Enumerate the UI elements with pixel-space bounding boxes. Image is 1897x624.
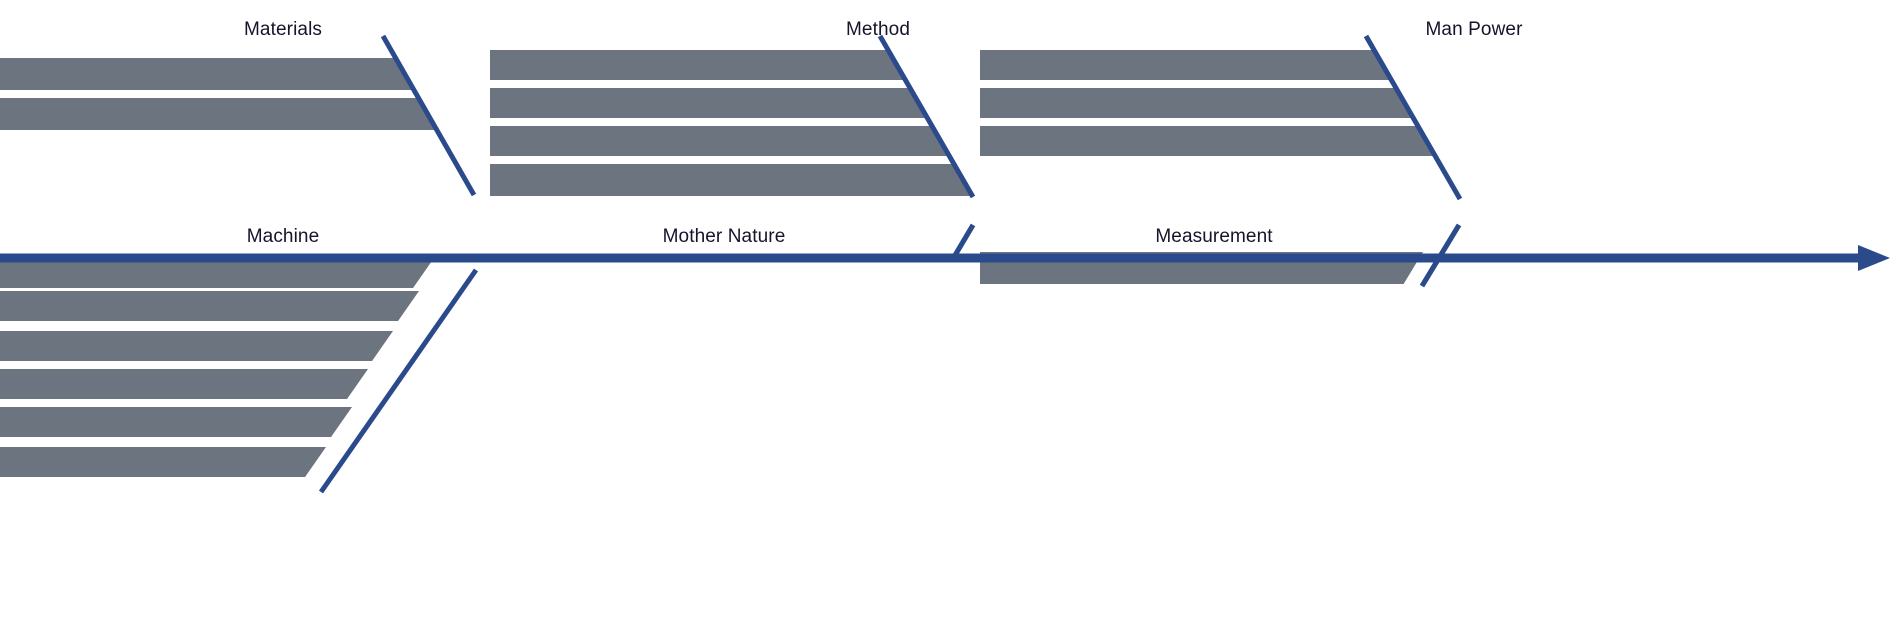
cause-bar-machine-4[interactable] <box>0 369 368 399</box>
category-label-measurement[interactable]: Measurement <box>1155 226 1273 247</box>
category-label-materials[interactable]: Materials <box>244 19 322 40</box>
category-label-method[interactable]: Method <box>846 19 910 40</box>
category-label-machine[interactable]: Machine <box>246 226 320 247</box>
category-bone-materials[interactable] <box>380 34 477 197</box>
cause-bar-materials-2[interactable] <box>0 98 438 130</box>
category-bone-man-power[interactable] <box>1363 34 1463 201</box>
cause-bar-man-power-2[interactable] <box>980 88 1413 118</box>
mother-nature-bone-stub <box>951 223 976 259</box>
category-bones-layer <box>318 34 1463 494</box>
category-bone-machine[interactable] <box>318 268 479 494</box>
cause-bars-layer <box>0 50 1436 477</box>
category-label-mother-nature[interactable]: Mother Nature <box>662 226 786 247</box>
cause-bar-man-power-1[interactable] <box>980 50 1391 80</box>
cause-bar-method-2[interactable] <box>490 88 928 118</box>
cause-bar-machine-3[interactable] <box>0 331 393 361</box>
cause-bar-method-3[interactable] <box>490 126 949 156</box>
spine-layer <box>0 245 1890 271</box>
category-bone-method[interactable] <box>877 34 976 199</box>
spine-arrowhead <box>1858 245 1890 271</box>
cause-bar-man-power-3[interactable] <box>980 126 1436 156</box>
category-label-man-power[interactable]: Man Power <box>1425 19 1523 40</box>
cause-bar-machine-5[interactable] <box>0 407 352 437</box>
cause-bar-materials-1[interactable] <box>0 58 415 90</box>
cause-bar-machine-6[interactable] <box>0 447 326 477</box>
cause-bar-machine-1[interactable] <box>0 258 434 288</box>
cause-bar-method-1[interactable] <box>490 50 905 80</box>
cause-bar-machine-2[interactable] <box>0 291 419 321</box>
spine-line <box>0 253 1860 263</box>
cause-bar-method-4[interactable] <box>490 164 975 196</box>
